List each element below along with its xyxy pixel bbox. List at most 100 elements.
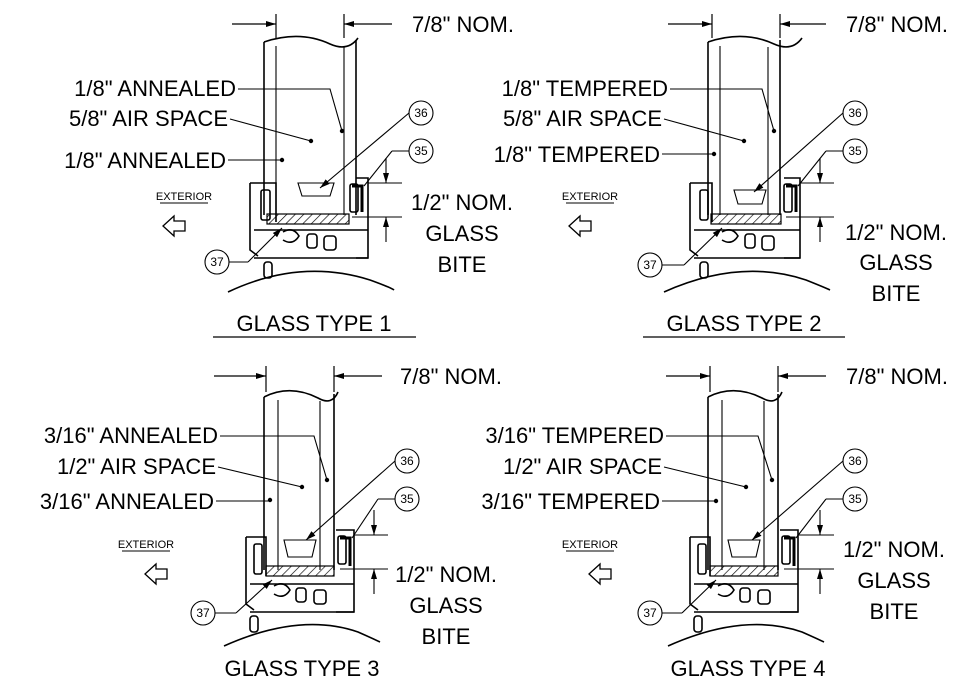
air-space-label: 1/2" AIR SPACE: [503, 454, 662, 479]
air-space-label: 5/8" AIR SPACE: [69, 106, 228, 131]
bite-label-line-1: 1/2" NOM.: [845, 220, 947, 245]
outer-lite-label: 1/8" ANNEALED: [74, 76, 236, 101]
leader-air-space: [229, 118, 312, 142]
leader-air-space: [663, 466, 747, 488]
exterior-label: EXTERIOR: [118, 539, 174, 551]
glass-section: [263, 389, 339, 570]
bite-label-line-1: 1/2" NOM.: [395, 562, 497, 587]
callout-36-text: 36: [848, 454, 862, 468]
exterior-label: EXTERIOR: [562, 191, 618, 203]
callout-37-text: 37: [196, 606, 210, 620]
glass-bite-dimension: [352, 158, 402, 242]
dimension-7-8-nom: [214, 366, 382, 392]
gasket-35: [352, 184, 364, 212]
leader-37: [247, 227, 283, 263]
dimension-label: 7/8" NOM.: [412, 12, 514, 37]
leader-37: [681, 579, 717, 614]
leader-air-space: [217, 466, 303, 488]
glass-bite-dimension: [786, 158, 834, 242]
callout-35-text: 35: [848, 492, 862, 506]
glass-section: [707, 35, 803, 215]
dimension-label: 7/8" NOM.: [846, 12, 948, 37]
exterior-arrow-icon: [144, 562, 168, 586]
leader-36: [751, 460, 844, 541]
glass-section: [707, 389, 783, 570]
leader-35b: [363, 150, 393, 187]
bite-label-line-2: GLASS: [409, 593, 482, 618]
exterior-arrow-icon: [568, 214, 592, 238]
dimension-label: 7/8" NOM.: [400, 364, 502, 389]
leader-37: [683, 227, 723, 266]
leader-35b: [351, 498, 379, 539]
callout-36-text: 36: [848, 106, 862, 120]
callout-37-text: 37: [643, 258, 657, 272]
leader-35b: [795, 498, 827, 539]
glass-bite-dimension: [784, 510, 834, 594]
detail-title: GLASS TYPE 1: [237, 311, 392, 336]
setting-block: [709, 565, 779, 577]
callout-35-text: 35: [414, 144, 428, 158]
spacer-shape: [727, 539, 761, 558]
callout-36-text: 36: [400, 454, 414, 468]
leader-36: [305, 460, 396, 541]
leader-outer-lite: [666, 435, 773, 481]
spacer-shape: [297, 182, 335, 197]
frame-profile: [667, 529, 825, 647]
dimension-7-8-nom: [668, 14, 826, 38]
setting-block: [710, 213, 782, 225]
bite-label-line-2: GLASS: [859, 250, 932, 275]
leader-36: [319, 112, 410, 189]
dimension-label: 7/8" NOM.: [846, 364, 948, 389]
detail-title: GLASS TYPE 3: [225, 656, 380, 681]
spacer-shape: [733, 189, 767, 205]
bite-label-line-2: GLASS: [857, 568, 930, 593]
bite-label-line-3: BITE: [438, 252, 487, 277]
setting-block: [266, 213, 350, 225]
leader-air-space: [663, 118, 745, 142]
gasket-35: [784, 536, 796, 566]
spacer-shape: [283, 539, 317, 558]
glass-bite-dimension: [340, 510, 388, 594]
leader-outer-lite: [238, 88, 343, 132]
detail-title: GLASS TYPE 4: [671, 656, 826, 681]
air-space-label: 5/8" AIR SPACE: [503, 106, 662, 131]
detail-glass-type-3: 7/8" NOM. 3/16" ANNEALED 1/2" AIR SPACE …: [40, 364, 502, 681]
exterior-arrow-icon: [588, 562, 612, 586]
detail-title: GLASS TYPE 2: [667, 311, 822, 336]
gasket-35: [786, 184, 798, 212]
bite-label-line-3: BITE: [870, 599, 919, 624]
callout-37-text: 37: [210, 255, 224, 269]
inner-lite-label: 1/8" ANNEALED: [64, 148, 226, 173]
callout-37-text: 37: [643, 606, 657, 620]
outer-lite-label: 3/16" ANNEALED: [44, 423, 218, 448]
bite-label-line-2: GLASS: [425, 221, 498, 246]
bite-label-line-1: 1/2" NOM.: [843, 537, 945, 562]
outer-lite-label: 1/8" TEMPERED: [502, 76, 668, 101]
gasket-35: [340, 536, 352, 566]
air-space-label: 1/2" AIR SPACE: [57, 454, 216, 479]
dimension-7-8-nom: [232, 14, 392, 38]
leader-36: [753, 112, 844, 193]
bite-label-line-1: 1/2" NOM.: [411, 190, 513, 215]
exterior-label: EXTERIOR: [156, 191, 212, 203]
bite-label-line-3: BITE: [872, 281, 921, 306]
outer-lite-label: 3/16" TEMPERED: [485, 423, 664, 448]
frame-profile: [227, 177, 395, 293]
glass-section: [263, 35, 359, 215]
inner-lite-label: 3/16" ANNEALED: [40, 489, 214, 514]
frame-profile: [663, 177, 831, 293]
dimension-7-8-nom: [666, 366, 826, 392]
leader-37: [235, 579, 273, 614]
callout-35-text: 35: [400, 492, 414, 506]
detail-glass-type-4: 7/8" NOM. 3/16" TEMPERED 1/2" AIR SPACE …: [481, 364, 948, 681]
detail-glass-type-2: 7/8" NOM. 1/8" TEMPERED 5/8" AIR SPACE 1…: [494, 12, 948, 338]
callout-35-text: 35: [848, 144, 862, 158]
inner-lite-label: 1/8" TEMPERED: [494, 142, 660, 167]
callout-36-text: 36: [414, 106, 428, 120]
exterior-arrow-icon: [162, 214, 186, 238]
bite-label-line-3: BITE: [422, 624, 471, 649]
leader-35b: [797, 150, 827, 187]
leader-outer-lite: [670, 88, 775, 132]
